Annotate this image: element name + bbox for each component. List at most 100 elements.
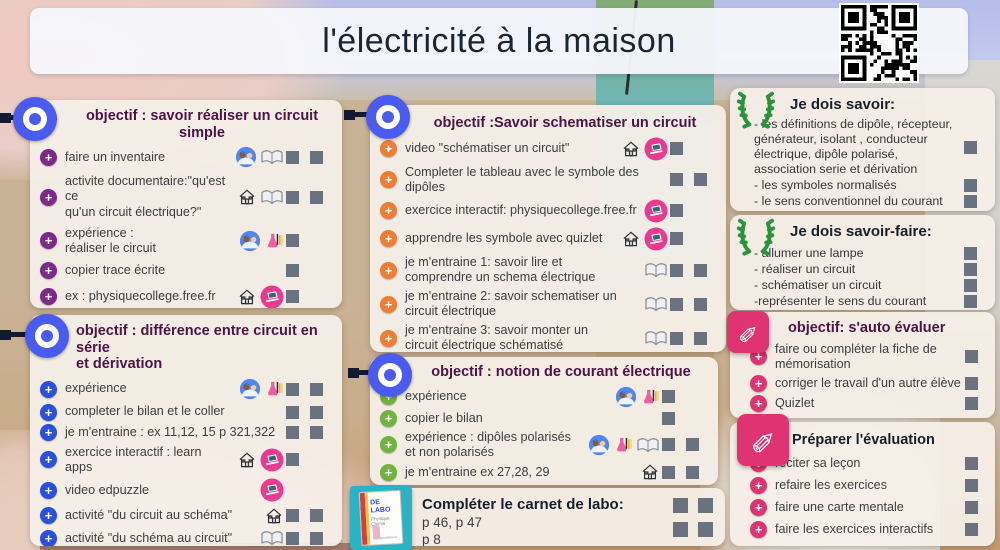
laptop-icon[interactable] — [260, 448, 284, 472]
plus-icon[interactable]: + — [380, 329, 397, 347]
plus-icon[interactable]: + — [380, 230, 397, 248]
pencil-icon[interactable]: ✎ — [727, 311, 769, 353]
knowledge-item: - allumer une lampe — [742, 246, 987, 261]
check-square[interactable] — [964, 178, 977, 192]
check-square[interactable] — [286, 509, 299, 523]
laptop-icon[interactable] — [644, 199, 668, 223]
plus-icon[interactable]: + — [40, 529, 57, 546]
task-icons — [234, 187, 284, 207]
laptop-icon[interactable] — [644, 227, 668, 251]
check-square[interactable] — [694, 263, 707, 277]
check-square[interactable] — [670, 263, 683, 277]
check-square[interactable] — [673, 522, 688, 537]
plus-icon[interactable]: + — [40, 481, 57, 499]
house-icon — [264, 506, 284, 526]
check-square[interactable] — [286, 405, 299, 419]
check-square[interactable] — [698, 522, 713, 537]
check-square[interactable] — [965, 376, 978, 390]
plus-icon[interactable]: + — [380, 463, 397, 481]
plus-icon[interactable]: + — [750, 374, 767, 392]
check-square[interactable] — [310, 150, 323, 164]
check-square[interactable] — [964, 194, 977, 208]
check-square[interactable] — [662, 465, 675, 479]
plus-icon[interactable]: + — [40, 424, 57, 442]
check-square[interactable] — [965, 522, 978, 536]
laptop-icon[interactable] — [644, 137, 668, 161]
check-square[interactable] — [310, 531, 323, 545]
check-square[interactable] — [310, 405, 323, 419]
pencil-icon[interactable]: ✎ — [737, 414, 789, 466]
check-square[interactable] — [964, 140, 977, 154]
target-icon[interactable] — [25, 314, 69, 358]
task-label: activité "du schéma au circuit" — [65, 530, 233, 545]
check-square[interactable] — [964, 278, 977, 292]
science-icon — [264, 231, 284, 251]
plus-icon[interactable]: + — [380, 436, 397, 454]
plus-icon[interactable]: + — [380, 171, 397, 189]
check-square[interactable] — [670, 142, 683, 156]
check-square[interactable] — [286, 234, 299, 248]
check-square[interactable] — [964, 247, 977, 261]
target-icon[interactable] — [366, 95, 410, 139]
plus-icon[interactable]: + — [40, 148, 57, 166]
check-square[interactable] — [286, 150, 299, 164]
check-square[interactable] — [686, 438, 699, 452]
check-square[interactable] — [694, 173, 707, 187]
check-square[interactable] — [670, 331, 683, 345]
check-square[interactable] — [662, 412, 675, 426]
check-square[interactable] — [694, 331, 707, 345]
plus-icon[interactable]: + — [40, 261, 57, 279]
check-square[interactable] — [286, 263, 299, 277]
check-square[interactable] — [694, 297, 707, 311]
check-square[interactable] — [964, 263, 977, 277]
plus-icon[interactable]: + — [380, 140, 397, 158]
check-squares — [670, 232, 718, 246]
plus-icon[interactable]: + — [40, 507, 57, 525]
plus-icon[interactable]: + — [380, 202, 397, 220]
check-square[interactable] — [310, 509, 323, 523]
check-square[interactable] — [965, 350, 978, 364]
check-square[interactable] — [286, 190, 299, 204]
check-square[interactable] — [286, 531, 299, 545]
plus-icon[interactable]: + — [750, 476, 767, 494]
check-square[interactable] — [964, 294, 977, 308]
check-square[interactable] — [286, 426, 299, 440]
check-square[interactable] — [310, 426, 323, 440]
plus-icon[interactable]: + — [380, 410, 397, 428]
check-square[interactable] — [673, 498, 688, 513]
laptop-icon[interactable] — [260, 285, 284, 308]
plus-icon[interactable]: + — [750, 520, 767, 538]
target-icon[interactable] — [368, 353, 412, 397]
check-square[interactable] — [286, 453, 299, 467]
plus-icon[interactable]: + — [40, 403, 57, 421]
check-square[interactable] — [686, 465, 699, 479]
check-square[interactable] — [662, 438, 675, 452]
laptop-icon[interactable] — [260, 478, 284, 502]
check-square[interactable] — [670, 204, 683, 218]
task-icons — [585, 434, 660, 456]
plus-icon[interactable]: + — [40, 288, 57, 306]
check-square[interactable] — [965, 456, 978, 470]
check-square[interactable] — [965, 396, 978, 410]
check-square[interactable] — [310, 190, 323, 204]
check-square[interactable] — [965, 478, 978, 492]
plus-icon[interactable]: + — [380, 261, 397, 279]
plus-icon[interactable]: + — [40, 451, 57, 469]
check-square[interactable] — [670, 297, 683, 311]
plus-icon[interactable]: + — [380, 295, 397, 313]
target-icon[interactable] — [13, 97, 57, 141]
check-square[interactable] — [670, 232, 683, 246]
check-square[interactable] — [670, 173, 683, 187]
check-square[interactable] — [965, 500, 978, 514]
check-square[interactable] — [310, 382, 323, 396]
plus-icon[interactable]: + — [750, 394, 767, 412]
check-square[interactable] — [286, 382, 299, 396]
check-square[interactable] — [662, 390, 675, 404]
plus-icon[interactable]: + — [40, 380, 57, 398]
plus-icon[interactable]: + — [40, 232, 57, 250]
plus-icon[interactable]: + — [40, 188, 57, 206]
plus-icon[interactable]: + — [750, 498, 767, 516]
check-square[interactable] — [286, 290, 299, 304]
carnet-book-cover[interactable]: DE LABO Physique Chimie — [350, 486, 412, 550]
check-square[interactable] — [698, 498, 713, 513]
